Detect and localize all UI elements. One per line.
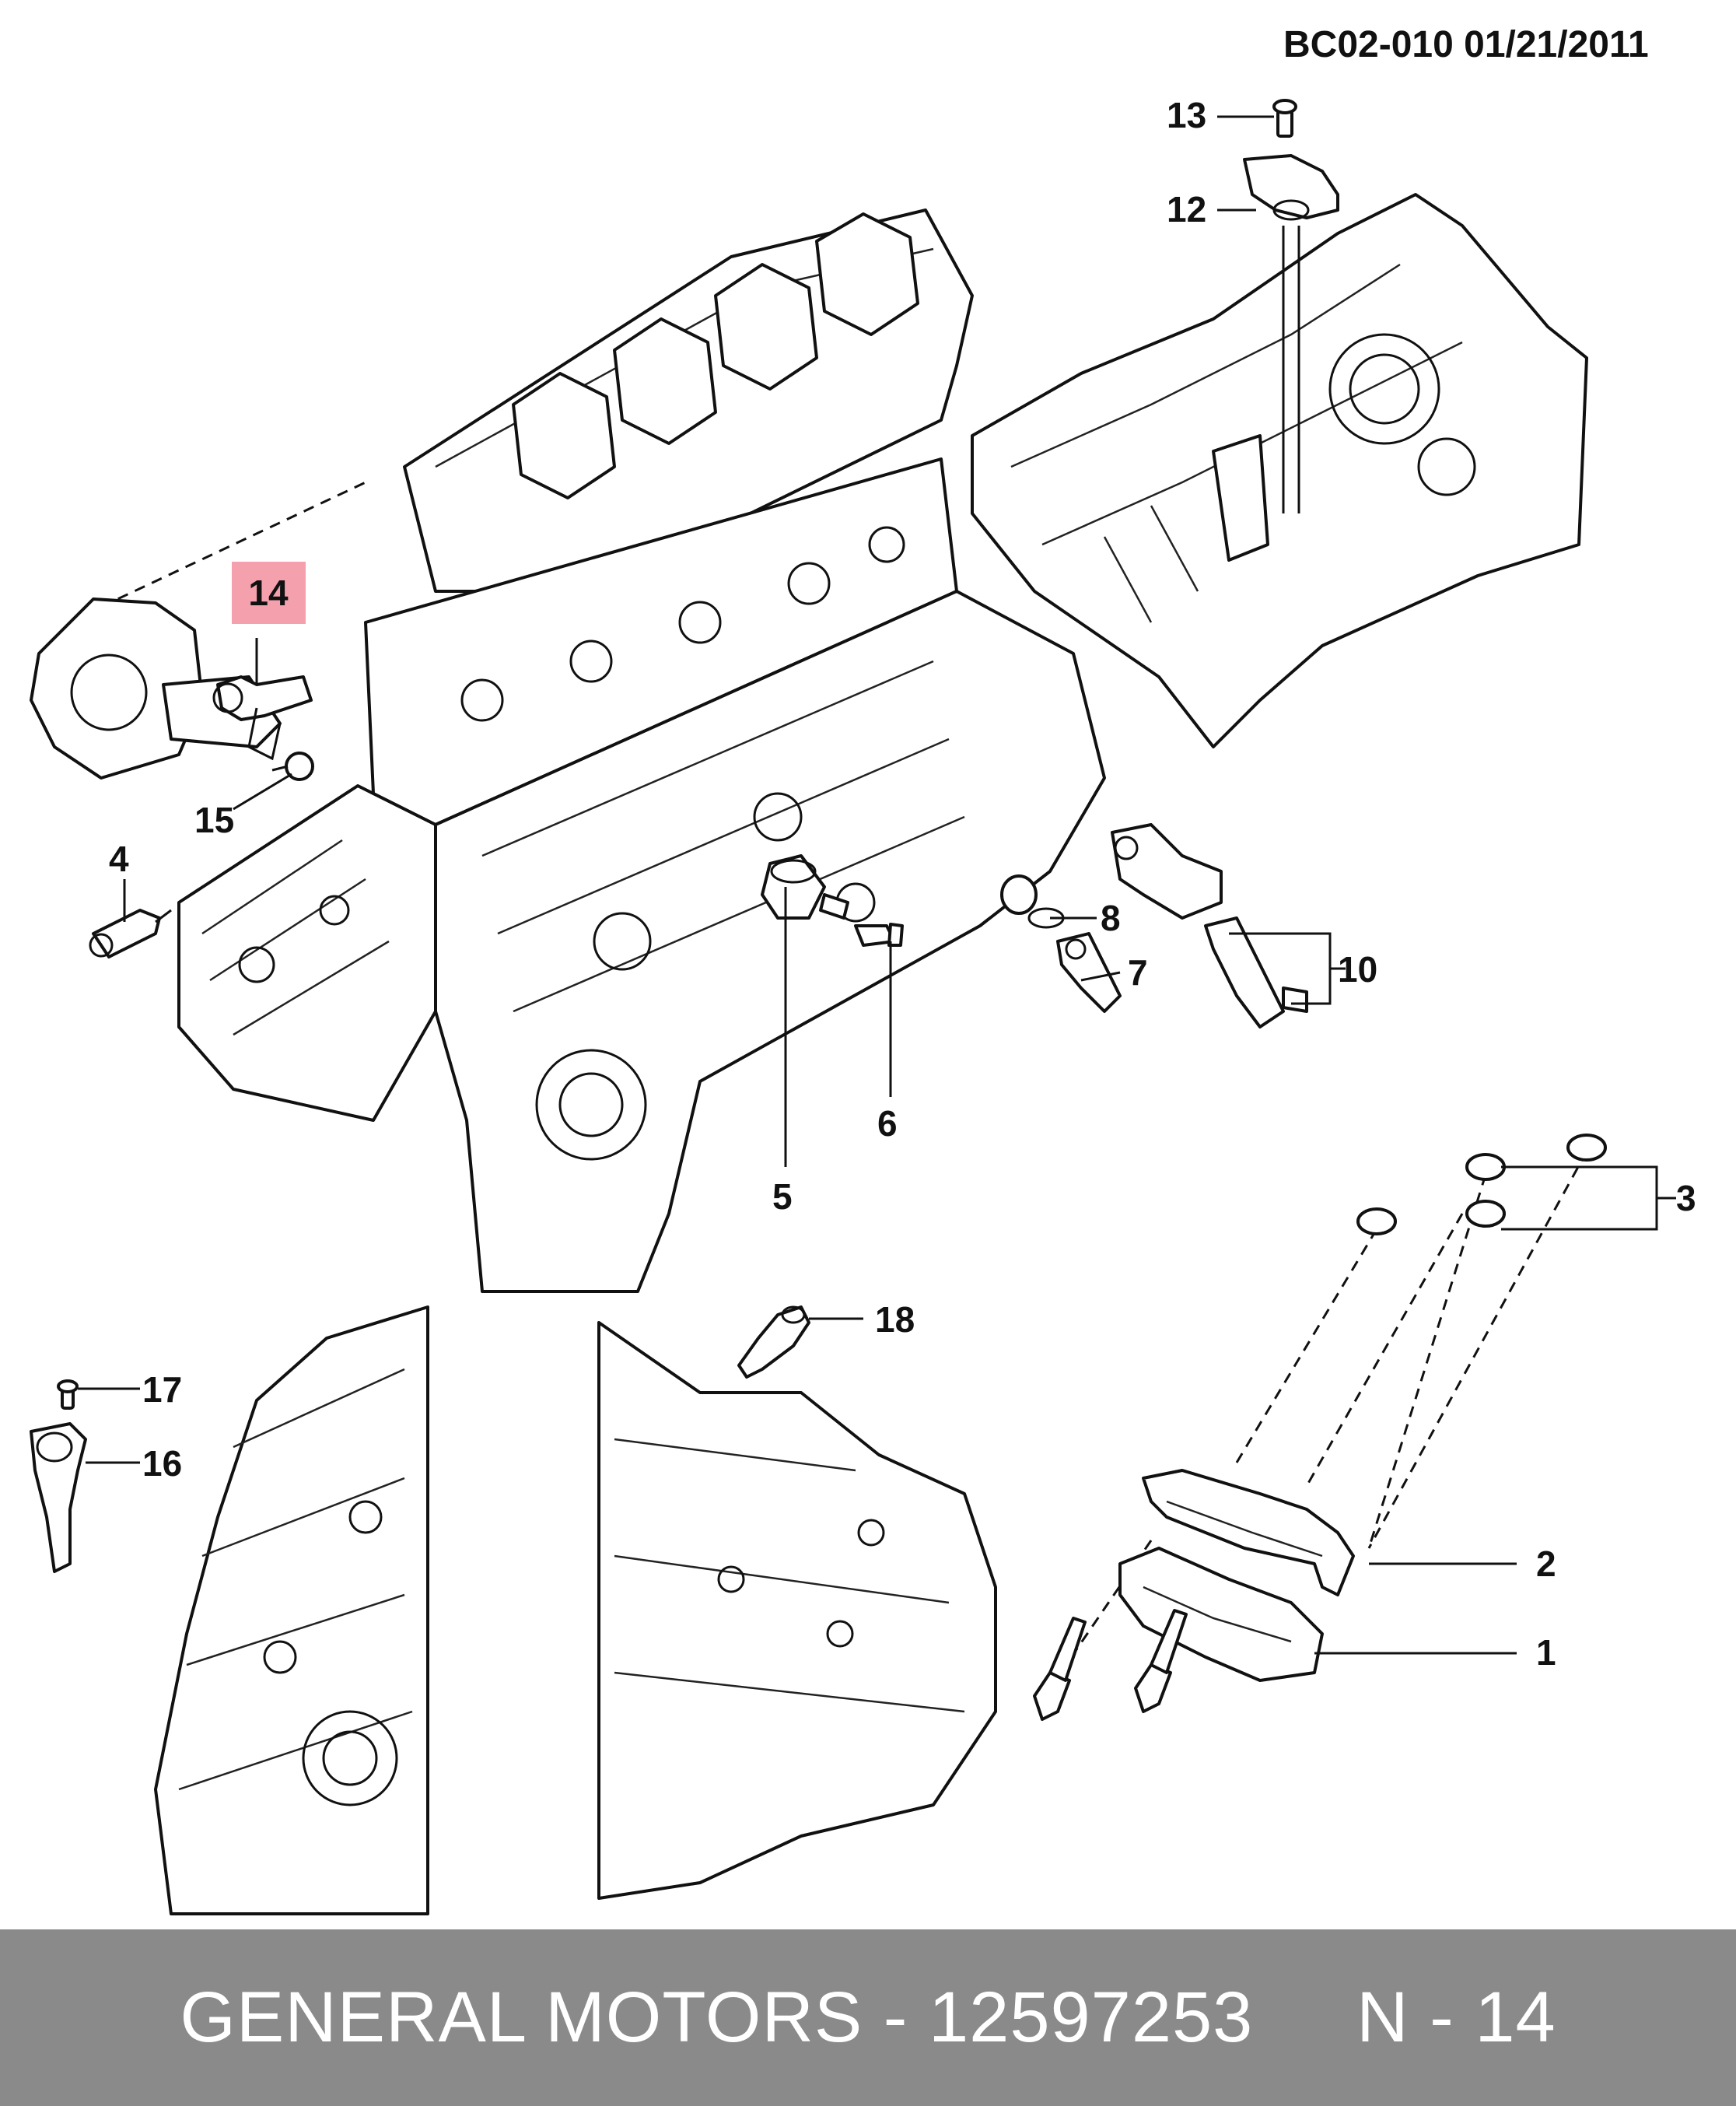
callout-15: 15 <box>194 800 234 840</box>
callout-6: 6 <box>877 1103 898 1144</box>
screw-17 <box>57 1379 79 1410</box>
callout-3: 3 <box>1676 1178 1696 1218</box>
callout-17: 17 <box>142 1369 182 1410</box>
footer-position: N - 14 <box>1356 1978 1556 2057</box>
lower-center-view <box>597 1321 997 1900</box>
oxygen-sensor-10 <box>1204 916 1308 1028</box>
engine-block <box>177 208 1106 1293</box>
o-ring-8 <box>1000 874 1065 929</box>
footer-bar: GENERAL MOTORS - 12597253 N - 14 <box>0 1929 1736 2106</box>
highlight-box-14 <box>232 562 306 624</box>
vacuum-pump <box>30 481 366 780</box>
ignition-coil-assembly <box>1033 1134 1607 1721</box>
callout-14: 14 <box>248 573 289 613</box>
callout-1: 1 <box>1536 1632 1556 1673</box>
map-sensor-12 <box>1243 154 1339 221</box>
footer-brand: GENERAL MOTORS <box>180 1978 863 2057</box>
callout-4: 4 <box>109 839 129 879</box>
leader-lines <box>78 115 1676 1655</box>
bolt-15 <box>271 752 314 781</box>
callout-7: 7 <box>1128 952 1148 993</box>
parts-diagram: 14 13 12 15 4 8 7 10 6 5 3 18 17 16 2 1 <box>30 95 1696 1915</box>
callout-16: 16 <box>142 1443 182 1484</box>
knock-sensor-5 <box>761 854 849 920</box>
callout-8: 8 <box>1101 898 1121 938</box>
footer-separator: - <box>863 1978 929 2057</box>
camshaft-position-sensor-14 <box>212 675 313 761</box>
callout-2: 2 <box>1536 1544 1556 1584</box>
temperature-sensor-4 <box>89 909 172 958</box>
lower-left-view <box>154 1305 429 1915</box>
sensor-18 <box>737 1305 810 1379</box>
sensor-16 <box>30 1422 87 1573</box>
callout-18: 18 <box>875 1299 915 1340</box>
oil-pressure-switch-7 <box>1056 932 1122 1013</box>
callout-12: 12 <box>1167 189 1206 230</box>
callout-13: 13 <box>1167 95 1206 135</box>
nuts-3 <box>1356 1134 1607 1235</box>
screw-13 <box>1272 99 1297 138</box>
footer-part-number: 12597253 <box>929 1978 1254 2057</box>
header-code: BC02-010 01/21/2011 <box>1283 24 1649 65</box>
callout-10: 10 <box>1338 949 1377 990</box>
footer-spacer <box>1253 1977 1356 2059</box>
callout-5: 5 <box>772 1176 793 1217</box>
intake-manifold <box>971 193 1588 748</box>
bracket-10 <box>1111 823 1223 920</box>
bolt-6 <box>854 923 904 947</box>
